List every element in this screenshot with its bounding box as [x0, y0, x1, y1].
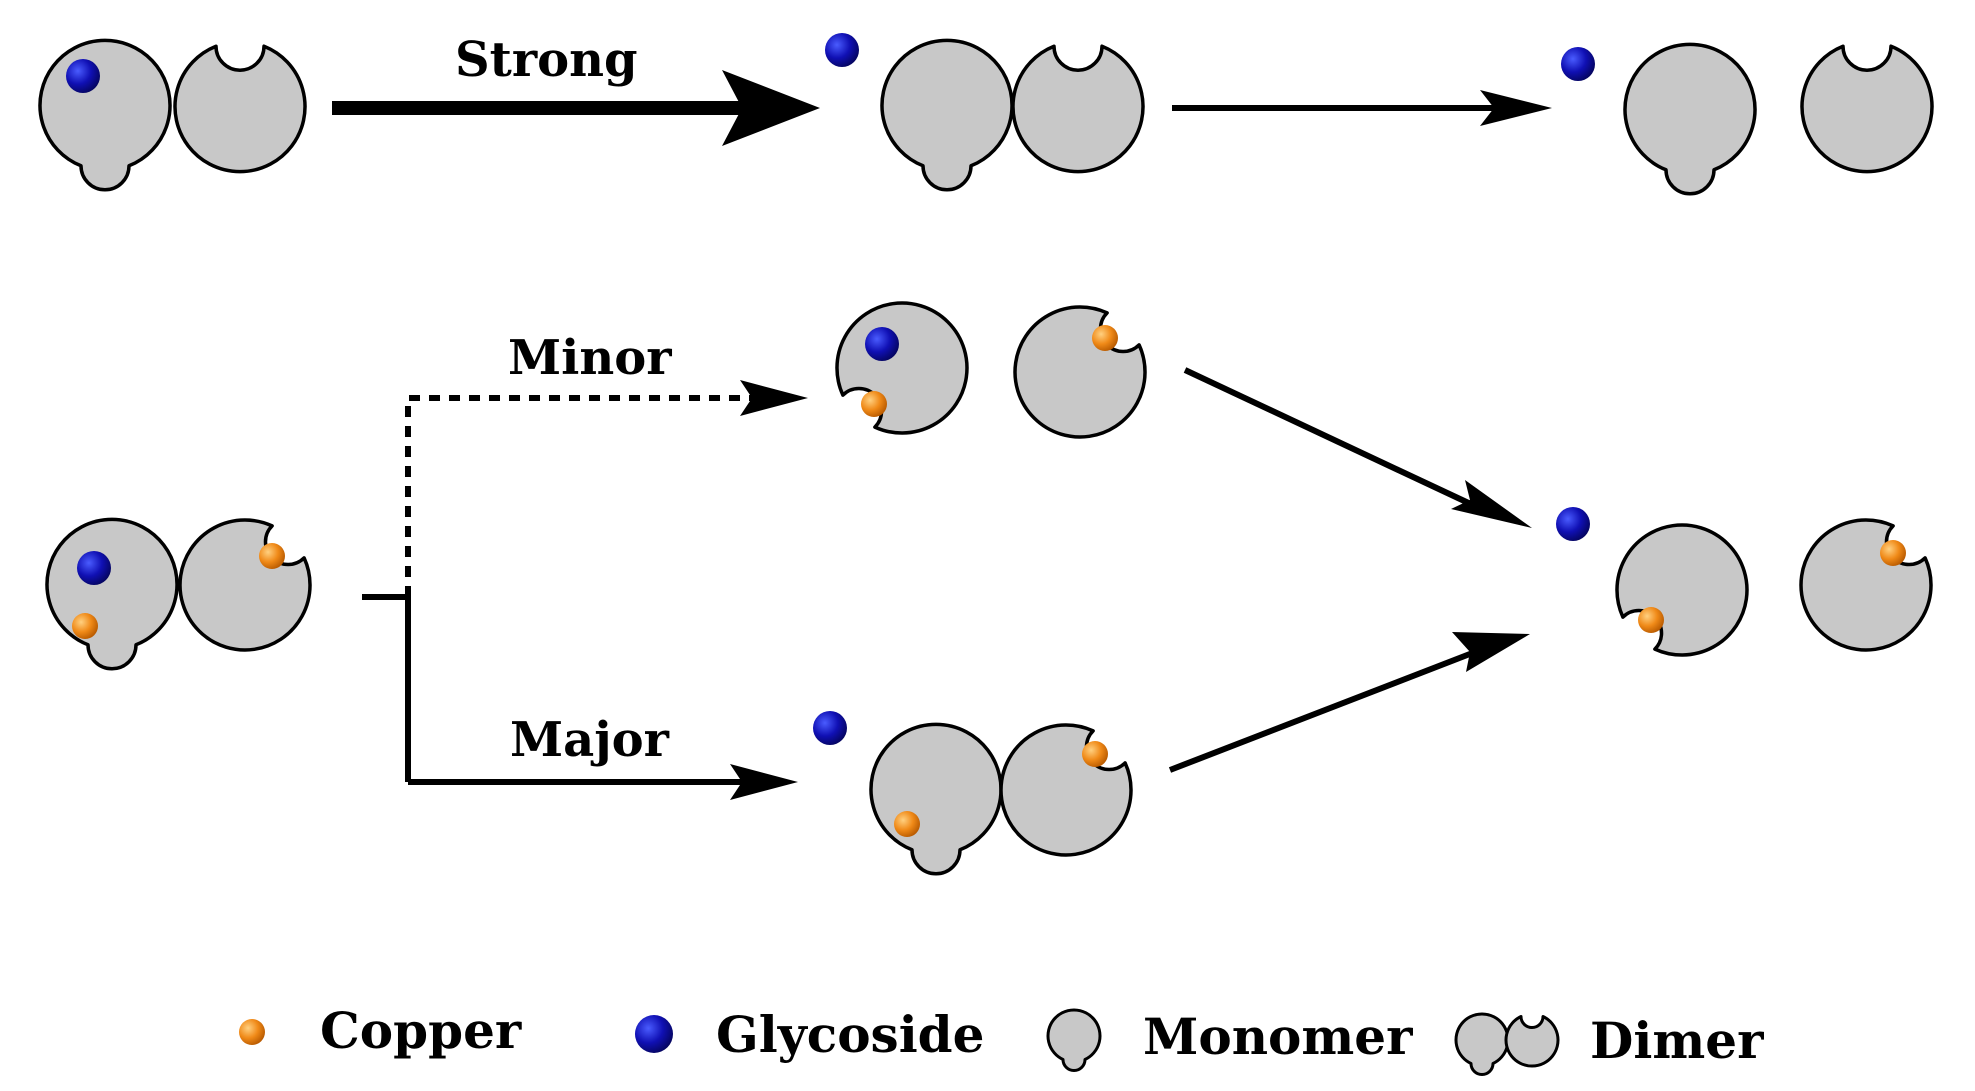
- copper-sphere: [1880, 540, 1906, 566]
- minor-product-monomers: [835, 301, 1147, 439]
- monomer-shape: [999, 723, 1133, 857]
- copper-sphere: [861, 391, 887, 417]
- monomer-shape: [1011, 44, 1145, 174]
- glycoside-sphere: [1561, 47, 1595, 81]
- dimer-icon: [1454, 1012, 1510, 1076]
- monomer-shape: [880, 38, 1014, 192]
- copper-sphere: [1082, 741, 1108, 767]
- major-product-dimer: [813, 711, 1133, 876]
- glycoside-sphere: [66, 59, 100, 93]
- monomer-shape: [869, 722, 1003, 876]
- monomer-shape: [1615, 523, 1749, 657]
- glycoside-sphere: [865, 327, 899, 361]
- legend-dimer-label: Dimer: [1590, 1011, 1764, 1070]
- legend-monomer-label: Monomer: [1143, 1007, 1413, 1066]
- branch-lines: [362, 594, 411, 782]
- minor-label: Minor: [508, 330, 672, 386]
- copper-sphere: [1092, 325, 1118, 351]
- monomer-icon: [1046, 1008, 1102, 1072]
- monomer-shape: [835, 301, 969, 435]
- copper-icon: [239, 1019, 265, 1045]
- monomer-shape: [38, 38, 172, 192]
- monomer-shape: [1800, 44, 1934, 174]
- copper-sphere: [894, 811, 920, 837]
- glycoside-sphere: [1556, 507, 1590, 541]
- row1-monomers: [1561, 42, 1934, 196]
- monomer-shape: [1013, 305, 1147, 439]
- legend-monomer: Monomer: [1046, 1007, 1413, 1072]
- monomer-shape: [1799, 518, 1933, 652]
- major-label: Major: [510, 712, 670, 768]
- monomer-shape: [1623, 42, 1757, 196]
- monomer-shape: [173, 44, 307, 174]
- dissociation-arrow-row1: [1172, 90, 1552, 126]
- final-products: [1556, 507, 1933, 657]
- major-arrow: [408, 764, 798, 800]
- copper-sphere: [259, 543, 285, 569]
- copper-sphere: [72, 613, 98, 639]
- legend-glycoside: Glycoside: [635, 1005, 984, 1064]
- dimer-icon: [1504, 1015, 1560, 1068]
- monomer-shape: [45, 517, 179, 671]
- row1-free-glycoside-dimer: [825, 33, 1145, 192]
- monomer-shape: [178, 518, 312, 652]
- legend-copper-label: Copper: [320, 1001, 522, 1060]
- minor-arrow: [405, 380, 808, 597]
- row1-dimer-with-glycoside: [38, 38, 307, 192]
- glycoside-sphere: [825, 33, 859, 67]
- legend-dimer: Dimer: [1454, 1011, 1764, 1076]
- glycoside-sphere: [813, 711, 847, 745]
- converge-arrows: [1168, 367, 1532, 773]
- glycoside-icon: [635, 1015, 673, 1053]
- copper-sphere: [1638, 607, 1664, 633]
- strong-arrow: [332, 70, 820, 146]
- strong-label: Strong: [455, 32, 638, 88]
- legend: Copper Glycoside Monomer Dimer: [239, 1001, 1764, 1076]
- glycoside-sphere: [77, 551, 111, 585]
- legend-copper: Copper: [239, 1001, 522, 1060]
- row2-dimer-with-glycoside-copper: [45, 517, 312, 671]
- legend-glycoside-label: Glycoside: [716, 1005, 984, 1064]
